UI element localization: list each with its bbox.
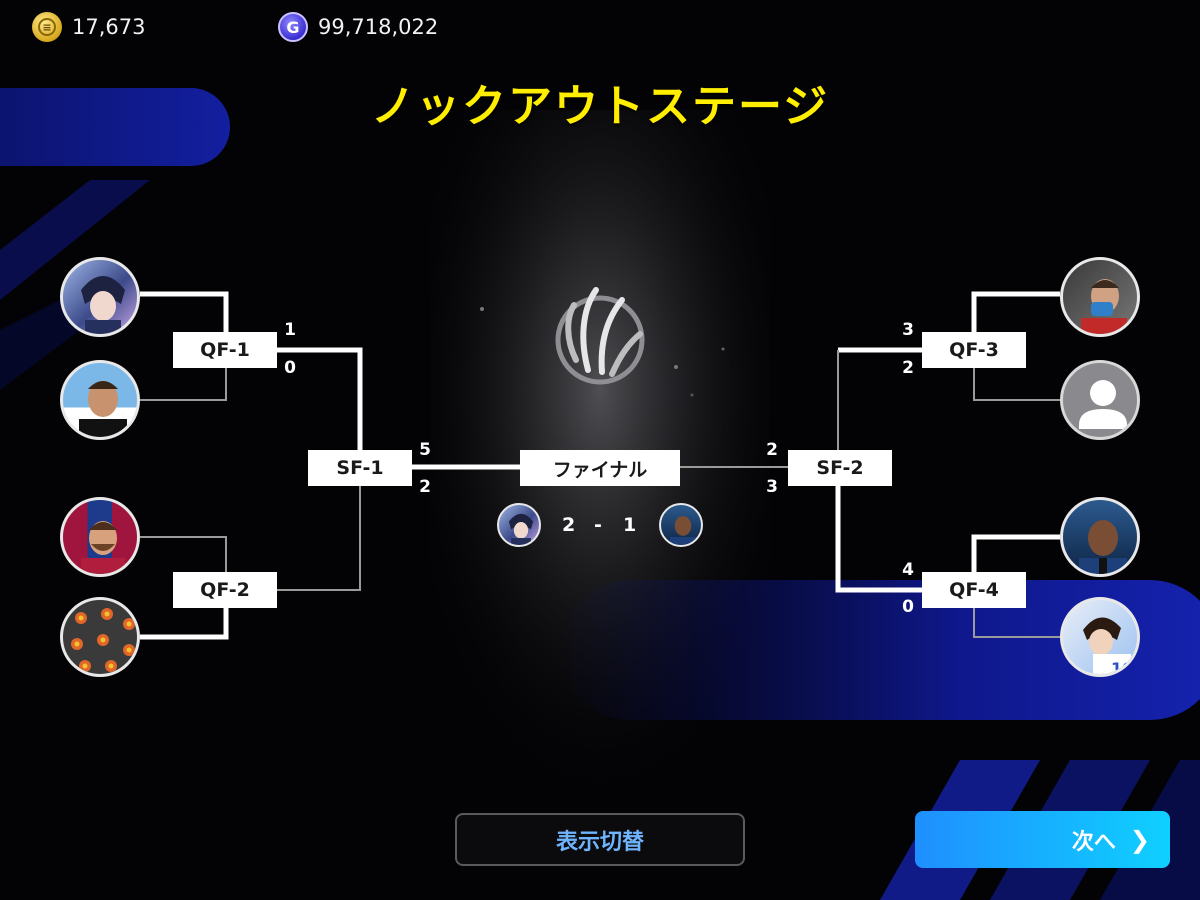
- player-avatar-qf3-bottom[interactable]: [1060, 360, 1140, 440]
- chevron-right-icon: ❯: [1129, 825, 1150, 854]
- player-avatar-qf1-bottom[interactable]: [60, 360, 140, 440]
- match-final-label: ファイナル: [552, 458, 648, 481]
- player-avatar-qf2-top[interactable]: [60, 497, 140, 577]
- pattern-avatar-icon: [71, 608, 135, 672]
- match-final[interactable]: ファイナル: [520, 450, 680, 486]
- next-label: 次へ: [1071, 829, 1116, 855]
- next-button[interactable]: 次へ ❯: [915, 811, 1170, 868]
- match-qf3-label: QF-3: [949, 339, 999, 361]
- final-runnerup-avatar: [659, 503, 703, 547]
- sf1-score-bottom: 2: [419, 477, 431, 497]
- coin-amount: 17,673: [72, 15, 146, 39]
- gp-balance: G 99,718,022: [278, 12, 438, 42]
- match-sf2[interactable]: SF-2: [788, 450, 892, 486]
- match-qf3[interactable]: QF-3: [922, 332, 1026, 368]
- match-qf4-label: QF-4: [949, 579, 999, 601]
- qf4-score-top: 4: [902, 560, 914, 580]
- qf3-score-top: 3: [902, 320, 914, 340]
- player-photo-icon: [79, 381, 127, 437]
- default-user-icon: [1079, 380, 1127, 429]
- player-photo-icon: [1079, 520, 1127, 574]
- gp-amount: 99,718,022: [318, 15, 439, 39]
- anime-player-icon: [508, 513, 534, 545]
- player-avatar-qf4-top[interactable]: [1060, 497, 1140, 577]
- page-title: ノックアウトステージ: [370, 81, 830, 132]
- player-avatar-qf1-top[interactable]: [60, 257, 140, 337]
- switch-view-button[interactable]: 表示切替: [455, 813, 745, 866]
- player-photo-icon: [1081, 279, 1127, 334]
- gold-coin-icon: ≡: [32, 12, 62, 42]
- sf1-score-top: 5: [419, 440, 431, 460]
- final-score-separator: -: [594, 514, 602, 536]
- final-winner-avatar: [497, 503, 541, 547]
- match-qf1[interactable]: QF-1: [173, 332, 277, 368]
- tournament-logo-icon: [555, 287, 645, 385]
- anime-player-icon: [81, 276, 125, 334]
- qf4-score-bottom: 0: [902, 597, 914, 617]
- match-qf2-label: QF-2: [200, 579, 250, 601]
- match-qf2[interactable]: QF-2: [173, 572, 277, 608]
- sf2-score-bottom: 3: [766, 477, 778, 497]
- final-score-left: 2: [562, 514, 576, 536]
- sf2-score-top: 2: [766, 440, 778, 460]
- match-sf1[interactable]: SF-1: [308, 450, 412, 486]
- player-photo-icon: [81, 521, 125, 574]
- match-sf2-label: SF-2: [816, 457, 864, 479]
- gp-icon: G: [278, 12, 308, 42]
- match-qf4[interactable]: QF-4: [922, 572, 1026, 608]
- player-avatar-qf2-bottom[interactable]: [60, 597, 140, 677]
- player-photo-icon: [669, 516, 697, 545]
- coin-balance: ≡ 17,673: [32, 12, 145, 42]
- match-qf1-label: QF-1: [200, 339, 250, 361]
- match-sf1-label: SF-1: [336, 457, 384, 479]
- player-avatar-qf4-bottom[interactable]: 10: [1060, 597, 1140, 677]
- qf1-score-bottom: 0: [284, 358, 296, 378]
- switch-view-label: 表示切替: [555, 829, 644, 855]
- qf1-score-top: 1: [284, 320, 296, 340]
- qf3-score-bottom: 2: [902, 358, 914, 378]
- anime-player-icon: 10: [1083, 617, 1133, 674]
- player-avatar-qf3-top[interactable]: [1060, 257, 1140, 337]
- final-score-right: 1: [623, 514, 637, 536]
